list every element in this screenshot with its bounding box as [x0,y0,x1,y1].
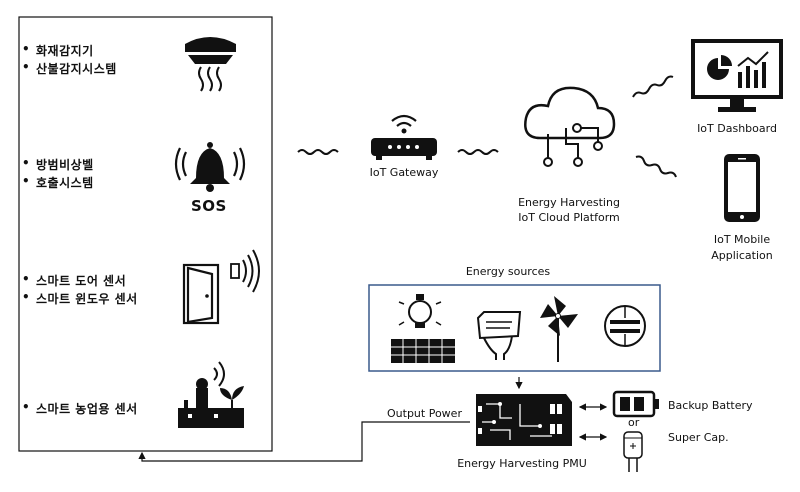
supercapacitor-icon [623,431,643,472]
wireless-link-cloud-dashboard [632,75,674,98]
smart-door-sensor-label: 스마트 도어 센서 [22,272,126,289]
smart-door-icon [182,249,260,325]
fire-detector-label: 화재감지기 [22,42,94,59]
smart-window-sensor-label: 스마트 윈도우 센서 [22,290,138,307]
gateway-label: IoT Gateway [369,166,439,179]
monitor-dashboard-icon [691,39,783,112]
wireless-link-panel-gateway [297,149,339,155]
smartphone-icon [724,154,760,222]
mobile-label-line1: IoT Mobile [713,233,771,246]
supercap-label: Super Cap. [668,431,729,444]
pmu-label: Energy Harvesting PMU [457,457,587,470]
piezo-icon [604,305,646,347]
output-power-line [138,421,470,462]
dashboard-label: IoT Dashboard [697,122,777,135]
smart-farm-icon [178,361,244,428]
output-power-label: Output Power [387,407,462,420]
lightbulb-icon [398,294,442,328]
energy-sources-box [368,284,661,372]
wireless-link-gateway-cloud [457,149,499,155]
cloud-label-line2: IoT Cloud Platform [518,211,620,224]
wildfire-system-label: 산불감지시스템 [22,60,117,77]
cloud-icon [524,86,616,167]
sensor-panel-frame [18,16,273,452]
router-icon [371,114,437,160]
thermoelectric-icon [476,311,522,360]
pinwheel-icon [540,296,578,362]
backup-battery-label: Backup Battery [668,399,753,412]
sos-badge: SOS [191,197,227,215]
mobile-label-line2: Application [711,249,773,262]
pmu-board-icon [476,394,572,446]
solar-panel-icon [391,339,455,363]
or-label: or [628,416,640,429]
cloud-label-line1: Energy Harvesting [518,196,620,209]
smart-farm-sensor-label: 스마트 농업용 센서 [22,400,138,417]
emergency-bell-label: 방범비상벨 [22,156,94,173]
battery-icon [612,390,659,418]
smoke-detector-icon [185,37,236,92]
wireless-link-cloud-mobile [635,155,677,178]
energy-sources-title: Energy sources [465,265,551,278]
alarm-bell-icon [174,142,246,192]
call-system-label: 호출시스템 [22,174,94,191]
